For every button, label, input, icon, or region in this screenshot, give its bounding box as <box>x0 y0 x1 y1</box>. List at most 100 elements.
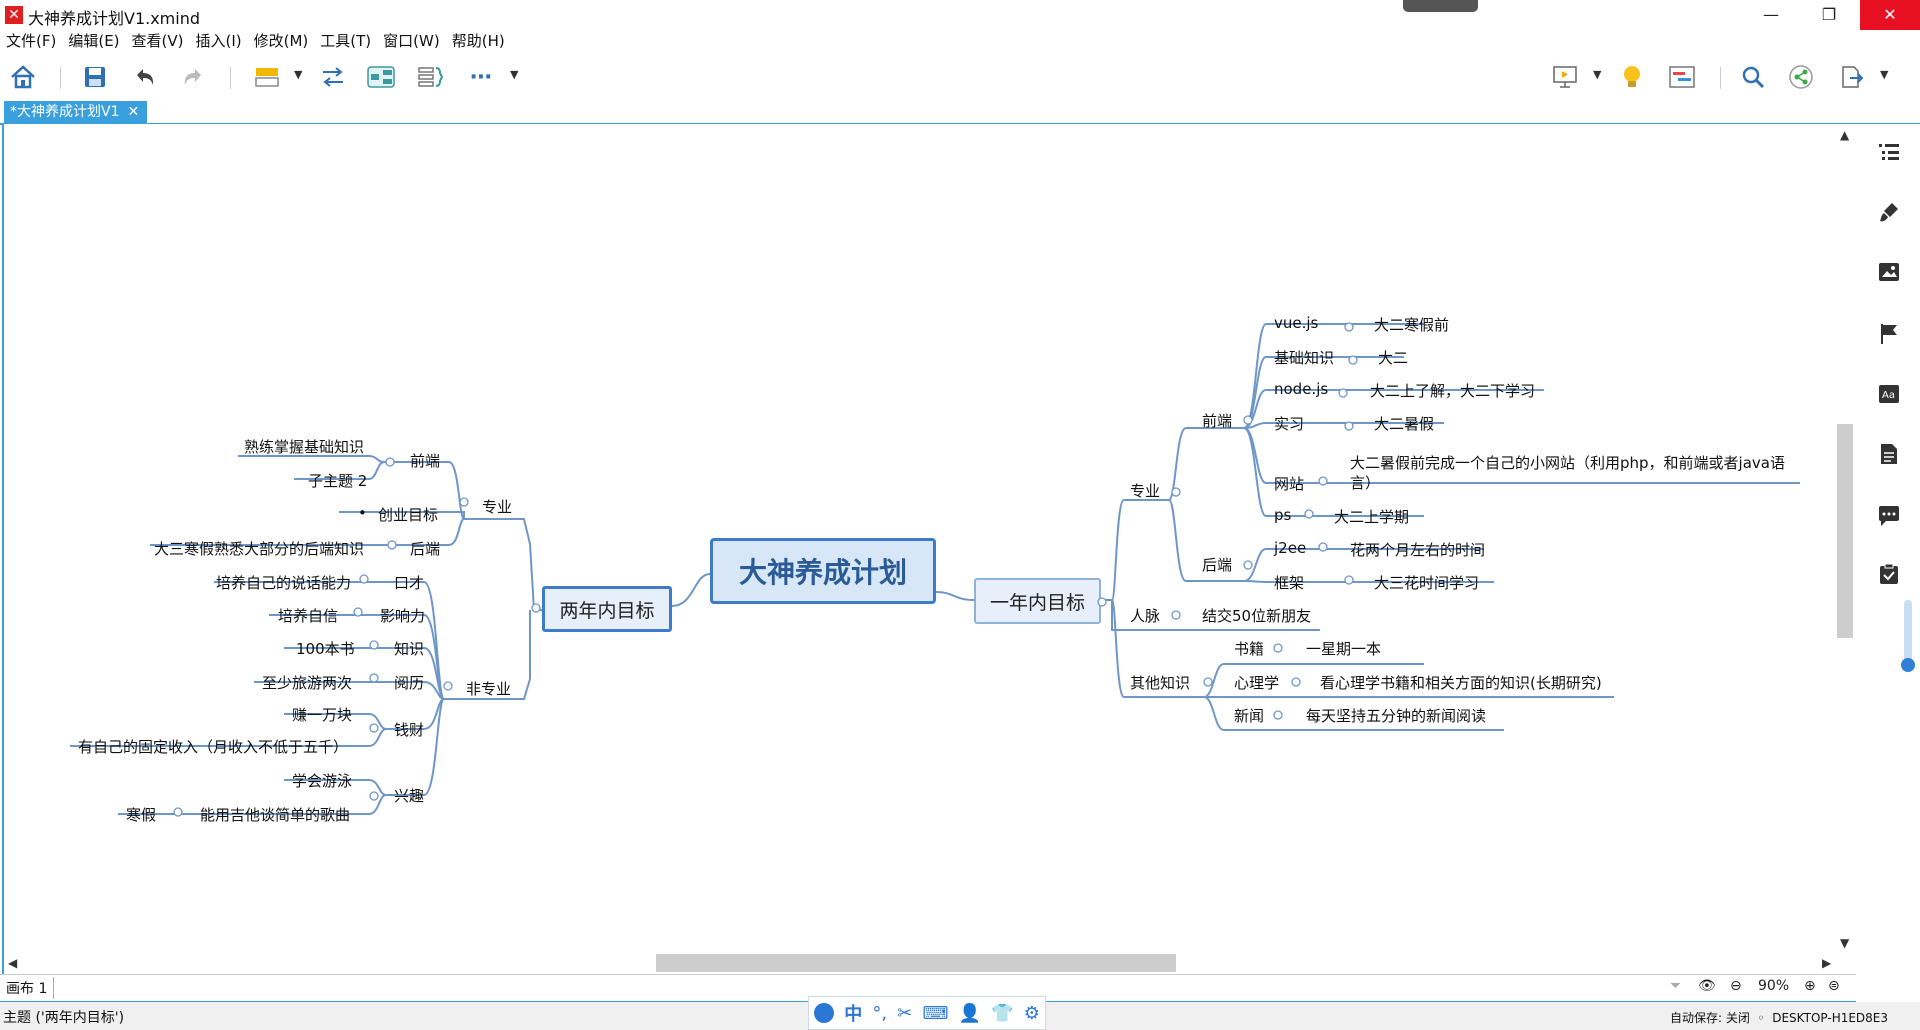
scroll-left-icon[interactable]: ◀ <box>8 956 18 970</box>
ime-avatar-icon[interactable] <box>814 1003 835 1023</box>
topic-style-dropdown-icon[interactable]: ▼ <box>294 68 303 81</box>
topic-right-j2ee[interactable]: j2ee <box>1274 539 1307 557</box>
share-icon[interactable] <box>1786 62 1816 92</box>
tab-mindmap-file[interactable]: *大神养成计划V1✕ <box>4 101 148 123</box>
redo-icon[interactable] <box>178 62 208 92</box>
fit-map-icon[interactable]: ⊜ <box>1828 978 1840 994</box>
topic-right-vue-detail[interactable]: 大二寒假前 <box>1374 316 1450 334</box>
search-icon[interactable] <box>1738 62 1768 92</box>
topic-style-icon[interactable] <box>252 62 282 92</box>
topic-left-qiancai-detail-1[interactable]: 赚一万块 <box>292 706 353 724</box>
topic-left-zizhuti[interactable]: 子主题 2 <box>308 472 368 490</box>
ime-scissors-icon[interactable]: ✂ <box>897 1002 913 1024</box>
ime-punctuation-icon[interactable]: °, <box>872 1002 888 1024</box>
menu-window[interactable]: 窗口(W) <box>383 32 440 50</box>
tab-close-icon[interactable]: ✕ <box>127 104 140 120</box>
topic-right-xinlixue-detail[interactable]: 看心理学书籍和相关方面的知识(长期研究) <box>1320 674 1602 692</box>
topic-left-koucai-detail[interactable]: 培养自己的说话能力 <box>216 574 352 592</box>
menu-insert[interactable]: 插入(I) <box>195 32 242 50</box>
text-icon[interactable]: Aa <box>1875 380 1903 408</box>
outline-icon[interactable] <box>1875 138 1903 166</box>
format-icon[interactable] <box>1875 198 1903 226</box>
home-icon[interactable] <box>8 62 38 92</box>
save-icon[interactable] <box>80 62 110 92</box>
topic-left-xingqu-detail-1[interactable]: 学会游泳 <box>292 772 353 790</box>
topic-right-renmai[interactable]: 人脉 <box>1130 607 1161 625</box>
filter-icon[interactable]: ⏷ <box>1670 978 1682 994</box>
scroll-up-icon[interactable]: ▲ <box>1840 128 1850 142</box>
menu-view[interactable]: 查看(V) <box>131 32 184 50</box>
undo-icon[interactable] <box>130 62 160 92</box>
topic-right-wangzhan-detail-1[interactable]: 大二暑假前完成一个自己的小网站（利用php，和前端或者java语 <box>1350 454 1785 472</box>
topic-left-xingqu[interactable]: 兴趣 <box>394 787 425 805</box>
presentation-icon[interactable] <box>1550 62 1580 92</box>
task-icon[interactable] <box>1875 560 1903 588</box>
topic-left-houduan[interactable]: 后端 <box>410 540 441 558</box>
comment-icon[interactable] <box>1875 502 1903 530</box>
scroll-down-icon[interactable]: ▼ <box>1840 936 1850 950</box>
gantt-icon[interactable] <box>1667 62 1697 92</box>
marker-icon[interactable] <box>1875 320 1903 348</box>
topic-right-jichu-detail[interactable]: 大二 <box>1378 349 1409 367</box>
topic-right-zhuanye[interactable]: 专业 <box>1130 482 1161 500</box>
topic-left-zhuanye[interactable]: 专业 <box>482 498 513 516</box>
topic-left-qiancai[interactable]: 钱财 <box>394 721 425 739</box>
topic-right-ps[interactable]: ps <box>1274 506 1292 524</box>
topic-right-node[interactable]: node.js <box>1274 380 1329 398</box>
topic-right-renmai-detail[interactable]: 结交50位新朋友 <box>1202 607 1312 625</box>
horizontal-scrollbar-thumb[interactable] <box>656 954 1176 972</box>
topic-right-kuangjia[interactable]: 框架 <box>1274 574 1305 592</box>
boundary-icon[interactable] <box>366 62 396 92</box>
menu-edit[interactable]: 编辑(E) <box>68 32 120 50</box>
close-button[interactable]: ✕ <box>1860 0 1920 30</box>
topic-left-feizhuanye[interactable]: 非专业 <box>466 680 512 698</box>
export-dropdown-icon[interactable]: ▼ <box>1880 68 1889 81</box>
menu-file[interactable]: 文件(F) <box>6 32 57 50</box>
topic-left-qiancai-detail-2[interactable]: 有自己的固定收入（月收入不低于五千） <box>78 738 349 756</box>
topic-right-node-detail[interactable]: 大二上了解，大二下学习 <box>1370 382 1536 400</box>
topic-left-yueli[interactable]: 阅历 <box>394 674 425 692</box>
topic-left-yueli-detail[interactable]: 至少旅游两次 <box>262 674 353 692</box>
topic-right-shuji[interactable]: 书籍 <box>1234 640 1265 658</box>
topic-right-shixi[interactable]: 实习 <box>1274 415 1305 433</box>
presentation-dropdown-icon[interactable]: ▼ <box>1593 68 1602 81</box>
summary-icon[interactable] <box>416 62 446 92</box>
topic-right-houduan[interactable]: 后端 <box>1202 556 1233 574</box>
ime-settings-icon[interactable]: ⚙ <box>1023 1002 1040 1024</box>
volume-slider[interactable] <box>1904 600 1912 668</box>
central-topic[interactable]: 大神养成计划 <box>710 538 936 604</box>
topic-right-j2ee-detail[interactable]: 花两个月左右的时间 <box>1350 541 1486 559</box>
zoom-out-icon[interactable]: ⊖ <box>1730 978 1742 994</box>
relationship-icon[interactable] <box>318 62 348 92</box>
topic-left-zhishi-detail[interactable]: 100本书 <box>296 640 355 658</box>
topic-right-qianduan[interactable]: 前端 <box>1202 412 1233 430</box>
topic-left-zhishi[interactable]: 知识 <box>394 640 425 658</box>
ime-keyboard-icon[interactable]: ⌨ <box>922 1002 949 1024</box>
main-topic-two-year[interactable]: 两年内目标 <box>542 586 672 632</box>
mindmap-canvas[interactable]: 大神养成计划 两年内目标 一年内目标 专业 前端 熟练掌握基础知识 子主题 2 … <box>2 124 1858 974</box>
topic-right-shuji-detail[interactable]: 一星期一本 <box>1306 640 1382 658</box>
topic-right-wangzhan-detail-2[interactable]: 言） <box>1350 474 1381 492</box>
volume-slider-knob[interactable] <box>1901 658 1915 672</box>
restore-button[interactable]: ❐ <box>1821 5 1837 24</box>
topic-right-xinwen-detail[interactable]: 每天坚持五分钟的新闻阅读 <box>1306 707 1487 725</box>
topic-right-shixi-detail[interactable]: 大二暑假 <box>1374 415 1435 433</box>
ime-skin-icon[interactable]: 👕 <box>991 1002 1014 1024</box>
image-icon[interactable] <box>1875 258 1903 286</box>
topic-left-chuangye[interactable]: 创业目标 <box>378 506 439 524</box>
notes-icon[interactable] <box>1875 440 1903 468</box>
autosave-status[interactable]: 自动保存: 关闭 <box>1670 1011 1750 1025</box>
export-icon[interactable] <box>1836 62 1866 92</box>
topic-left-xingqu-detail-2[interactable]: 能用吉他谈简单的歌曲 <box>200 806 351 824</box>
topic-left-koucai[interactable]: 口才 <box>394 574 425 592</box>
drag-handle[interactable] <box>1403 0 1478 12</box>
topic-left-xingqu-detail-3[interactable]: 寒假 <box>126 806 157 824</box>
topic-left-yingxiangli[interactable]: 影响力 <box>380 607 426 625</box>
menu-tools[interactable]: 工具(T) <box>320 32 372 50</box>
minimize-button[interactable]: — <box>1763 5 1779 24</box>
more-dropdown-icon[interactable]: ▼ <box>510 68 519 81</box>
topic-left-shulian[interactable]: 熟练掌握基础知识 <box>244 438 365 456</box>
scroll-right-icon[interactable]: ▶ <box>1822 956 1832 970</box>
zoom-in-icon[interactable]: ⊕ <box>1804 978 1816 994</box>
menu-modify[interactable]: 修改(M) <box>253 32 309 50</box>
